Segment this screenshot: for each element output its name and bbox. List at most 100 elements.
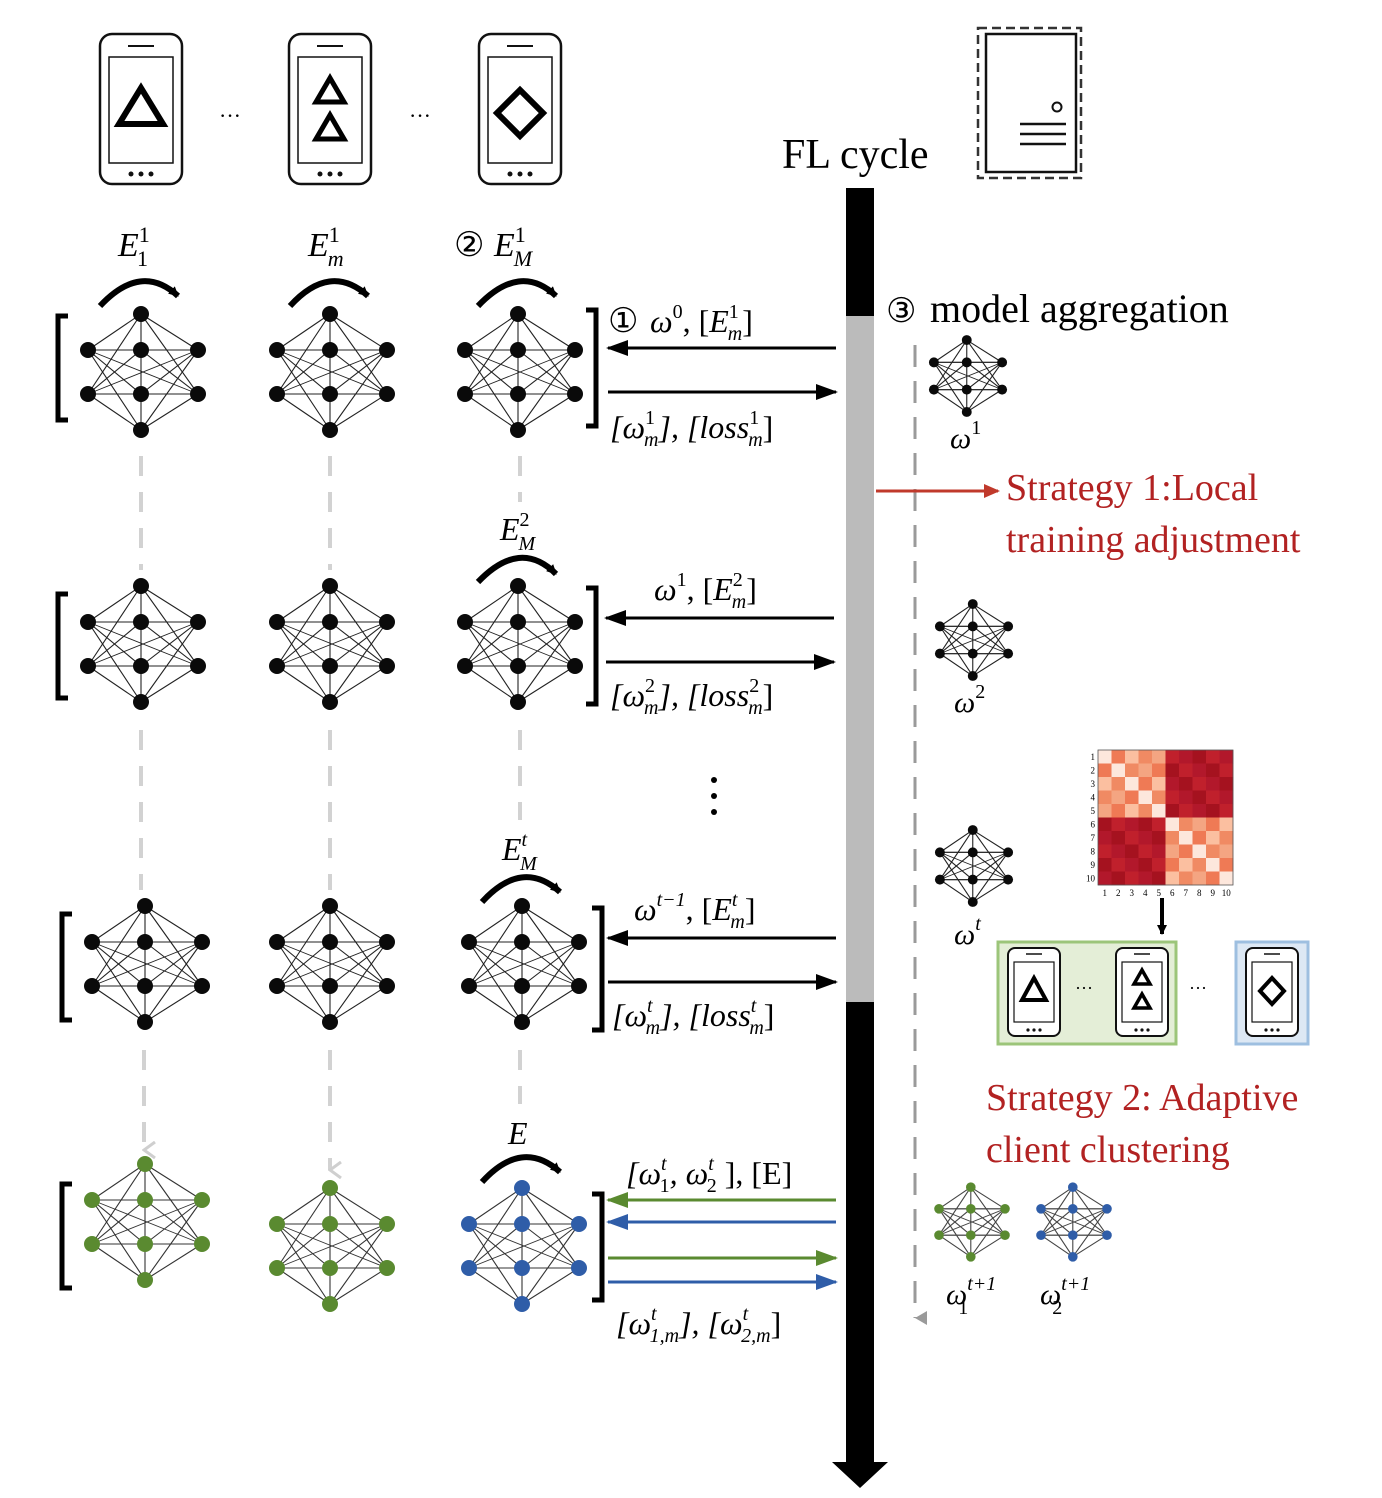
triangle-icon (1130, 990, 1154, 1010)
heatmap-row-tick: 10 (1086, 874, 1096, 884)
server-model-wt: ωt (954, 913, 981, 951)
triangle-icon (1130, 966, 1154, 986)
heatmap-row-tick: 7 (1091, 833, 1096, 843)
cluster-phone-m (1115, 947, 1169, 1037)
strategy-1-line-1: Strategy 1:Local (1006, 467, 1258, 509)
heatmap-row-tick: 1 (1091, 752, 1096, 762)
client-network-m-round-t (269, 898, 395, 1030)
server-network-w1 (928, 335, 1008, 417)
heatmap-cell (1165, 804, 1180, 818)
heatmap-cell (1125, 763, 1139, 778)
heatmap-col-tick: 10 (1222, 888, 1232, 898)
ellipsis: ··· (1189, 978, 1207, 998)
heatmap-cell (1192, 817, 1207, 832)
heatmap-cell (1125, 804, 1139, 818)
heatmap-cell (1098, 817, 1112, 832)
heatmap-cell (1098, 871, 1112, 886)
client-network-1-round-1 (80, 306, 206, 438)
heatmap-cell (1192, 763, 1207, 778)
heatmap-col-tick: 8 (1197, 888, 1202, 898)
heatmap-cell (1138, 763, 1153, 778)
heatmap-cell (1152, 831, 1166, 845)
heatmap-cell (1179, 817, 1193, 832)
heatmap-cell (1192, 871, 1207, 886)
heatmap-cell (1111, 871, 1126, 886)
heatmap-cell (1192, 804, 1207, 818)
heatmap-cell (1179, 763, 1193, 778)
heatmap-cell (1152, 790, 1166, 805)
heatmap-cell (1206, 790, 1220, 805)
phone-client-1 (98, 32, 184, 186)
heatmap-cell (1179, 750, 1193, 764)
epoch-label-E: E (507, 1115, 528, 1151)
client-network-M-round-t (461, 898, 587, 1030)
heatmap-col-tick: 9 (1211, 888, 1216, 898)
server-icon (976, 26, 1083, 180)
heatmap-col-tick: 7 (1184, 888, 1189, 898)
brackets (55, 307, 605, 1303)
heatmap-cell (1138, 817, 1153, 832)
vertical-ellipsis (711, 777, 717, 815)
client-network-m-round-2 (269, 578, 395, 710)
heatmap-cell (1152, 750, 1166, 764)
client-network-M-round-1 (457, 306, 583, 438)
heatmap-col-tick: 2 (1116, 888, 1121, 898)
heatmap-cell (1125, 750, 1139, 764)
heatmap-cell (1219, 871, 1234, 886)
heatmap-cell (1192, 844, 1207, 859)
heatmap-cell (1111, 831, 1126, 845)
heatmap-cell (1111, 777, 1126, 791)
heatmap-cell (1152, 858, 1166, 872)
client-network-m-final (269, 1180, 395, 1312)
heatmap-cell (1152, 871, 1166, 886)
diamond-icon (492, 85, 548, 141)
model-aggregation-label: model aggregation (930, 286, 1229, 331)
heatmap-col-tick: 6 (1170, 888, 1175, 898)
client-network-m-round-1 (269, 306, 395, 438)
heatmap-cell (1098, 750, 1112, 764)
heatmap-cell (1165, 750, 1180, 764)
heatmap-cell (1111, 858, 1126, 872)
fl-cycle-label: FL cycle (782, 132, 929, 178)
heatmap-cell (1152, 763, 1166, 778)
heatmap-cell (1206, 844, 1220, 859)
heatmap-cell (1125, 817, 1139, 832)
heatmap-cell (1138, 871, 1153, 886)
strategy-2-line-1: Strategy 2: Adaptive (986, 1077, 1298, 1119)
heatmap-cell (1098, 858, 1112, 872)
heatmap-cell (1098, 831, 1112, 845)
heatmap-row-tick: 5 (1091, 806, 1096, 816)
client-network-1-final (84, 1156, 210, 1288)
ellipsis: ··· (219, 103, 241, 128)
heatmap-cell (1192, 831, 1207, 845)
heatmap-row-tick: 6 (1091, 820, 1096, 830)
client-network-M-round-2 (457, 578, 583, 710)
heatmap-cell (1179, 777, 1193, 791)
heatmap-cell (1152, 844, 1166, 859)
heatmap-cell (1165, 790, 1180, 805)
cluster-phone-M (1245, 947, 1299, 1037)
server-network-w2-next (1036, 1182, 1112, 1262)
triangle-icon (113, 82, 169, 127)
heatmap-cell (1192, 790, 1207, 805)
heatmap-cell (1179, 831, 1193, 845)
heatmap-cell (1219, 790, 1234, 805)
heatmap-cell (1165, 844, 1180, 859)
heatmap-cell (1152, 804, 1166, 818)
heatmap-cell (1165, 858, 1180, 872)
triangle-icon (311, 110, 349, 142)
heatmap-cell (1138, 777, 1153, 791)
heatmap-cell (1138, 790, 1153, 805)
